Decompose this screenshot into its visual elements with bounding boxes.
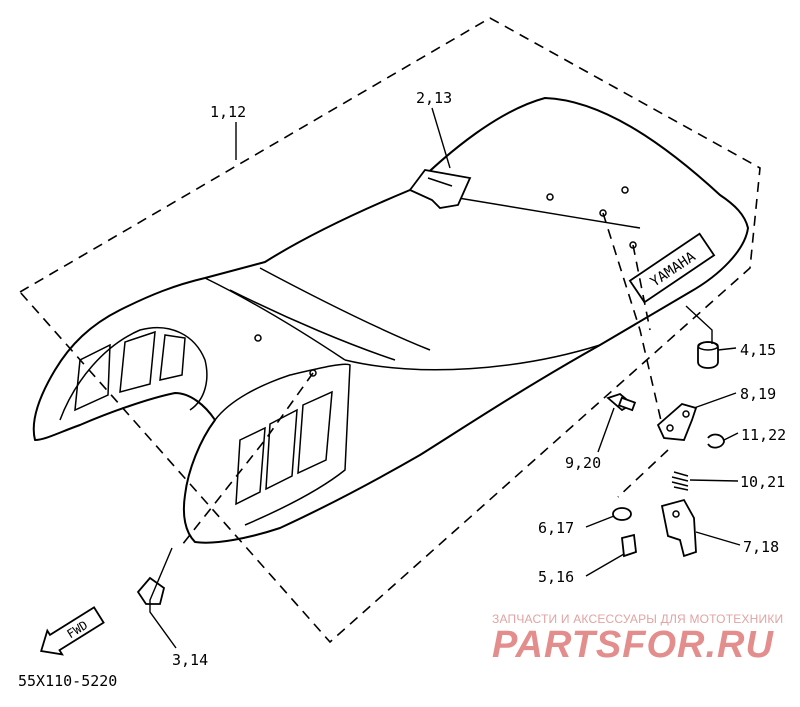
callout-7-18: 7,18 xyxy=(743,538,779,556)
watermark-tagline: ЗАПЧАСТИ И АКСЕССУАРЫ ДЛЯ МОТОТЕХНИКИ xyxy=(492,612,784,626)
part-9-20-bolt xyxy=(606,392,637,412)
part-7-18-latch xyxy=(660,498,697,558)
callout-3-14: 3,14 xyxy=(172,651,208,669)
callout-2-13: 2,13 xyxy=(416,89,452,107)
callout-5-16: 5,16 xyxy=(538,568,574,586)
callout-6-17: 6,17 xyxy=(538,519,574,537)
callout-8-19: 8,19 xyxy=(740,385,776,403)
part-3-14-rubber-damper xyxy=(136,576,166,605)
callout-1-12: 1,12 xyxy=(210,103,246,121)
part-8-19-bracket xyxy=(656,403,698,441)
fwd-arrow-icon: FWD xyxy=(40,606,105,656)
watermark-logo: PARTSFOR.RU xyxy=(492,624,774,666)
callout-4-15: 4,15 xyxy=(740,341,776,359)
part-5-16-bolt xyxy=(621,533,637,558)
part-10-21-spring xyxy=(671,471,689,491)
part-4-15-rubber-damper xyxy=(697,341,719,369)
drawing-code: 55X110-5220 xyxy=(18,672,118,690)
assembly-boundary xyxy=(18,17,761,644)
callout-9-20: 9,20 xyxy=(565,454,601,472)
callout-10-21: 10,21 xyxy=(740,473,785,491)
part-11-22-clip xyxy=(707,433,725,449)
callout-11-22: 11,22 xyxy=(741,426,786,444)
part-6-17-nut xyxy=(612,507,632,521)
